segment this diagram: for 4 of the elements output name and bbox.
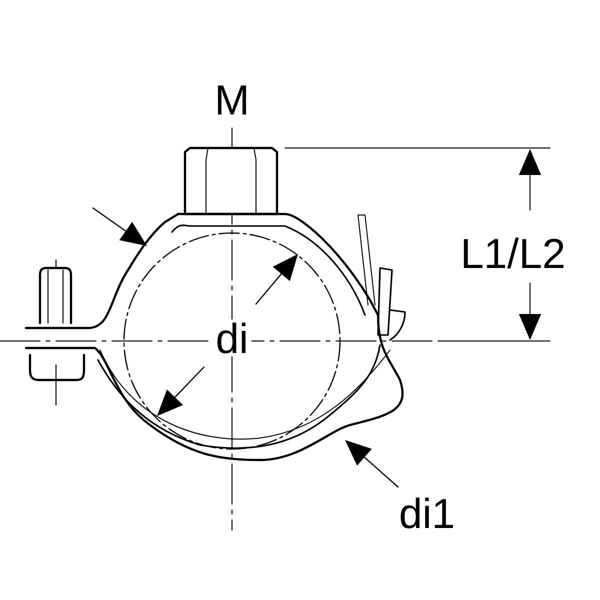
dimension-label: L1/L2	[464, 238, 564, 268]
dimension-label: M	[218, 86, 246, 114]
dimension-label: di	[212, 320, 252, 356]
dimension-label: di1	[400, 498, 453, 528]
